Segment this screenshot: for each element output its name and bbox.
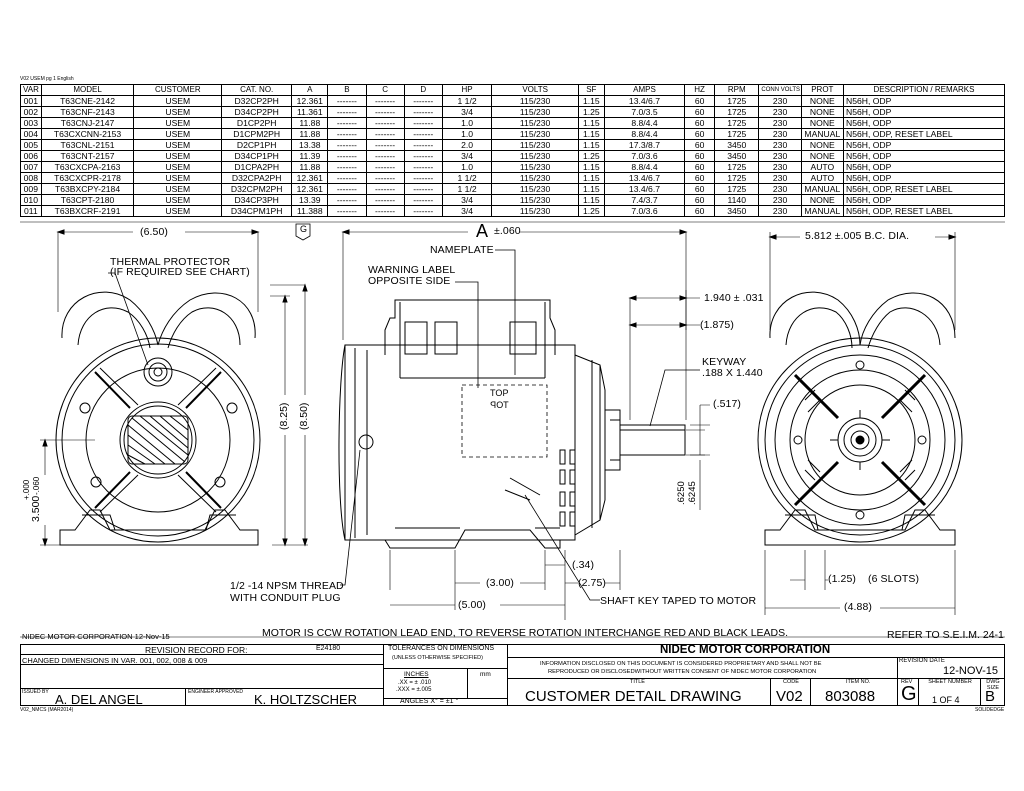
conduit-plug-label: WITH CONDUIT PLUG (230, 592, 341, 604)
left-end-view (40, 229, 308, 547)
dim-034: (.34) (572, 559, 595, 571)
dim-a-tol: ±.060 (494, 225, 521, 237)
tol-xx: .XX = ± .010 (398, 680, 432, 686)
sheet-number-label: SHEET NUMBER (928, 679, 972, 685)
rotation-note: MOTOR IS CCW ROTATION LEAD END, TO REVER… (262, 627, 789, 639)
table-cell: 115/230 (491, 205, 579, 217)
rev-label: REV (901, 679, 913, 685)
table-cell: 3450 (714, 205, 760, 217)
shaft-key-label: SHAFT KEY TAPED TO MOTOR (600, 595, 757, 607)
refer-note: REFER TO S.E.I.M. 24-1 (887, 629, 1004, 641)
table-cell: NONE (800, 194, 844, 206)
tol-xxx: .XXX = ±.005 (396, 687, 432, 693)
dim-275: (2.75) (578, 577, 607, 589)
dwg-size-value: B (985, 688, 996, 705)
revision-record-label: REVISION RECORD FOR: (145, 645, 248, 655)
doc-tag: V02 USEM pg 1 English (20, 76, 74, 82)
company-name: NIDEC MOTOR CORPORATION (660, 644, 831, 656)
dim-a: A (476, 221, 489, 241)
table-cell: 230 (758, 106, 802, 118)
tolerances-title: TOLERANCES ON DIMENSIONS (388, 645, 495, 652)
dim-850: (8.50) (298, 402, 310, 430)
revision-date: 12-NOV-15 (943, 665, 999, 677)
company-date-note: NIDEC MOTOR CORPORATION 12-Nov-15 (22, 632, 170, 641)
table-cell: ------- (403, 205, 443, 217)
table-cell: ------- (327, 205, 367, 217)
keyway-label: KEYWAY (702, 356, 747, 368)
warning-label: WARNING LABEL (368, 264, 456, 276)
issued-by: A. DEL ANGEL (55, 692, 143, 707)
nameplate-label: NAMEPLATE (430, 244, 494, 256)
dwg-size-label: DWG SIZE (986, 679, 1000, 691)
table-cell: MANUAL (800, 205, 844, 217)
table-cell: N56H, ODP, RESET LABEL (842, 205, 1006, 217)
table-cell: 7.0/3.6 (603, 205, 686, 217)
slots-label: (6 SLOTS) (868, 573, 920, 585)
right-end-view (757, 232, 963, 615)
table-cell: 230 (758, 205, 802, 217)
title-label: TITLE (630, 679, 645, 685)
revision-date-label: REVISION DATE (899, 658, 945, 664)
footer-left: V02_NMCS (MAR2014) (20, 707, 74, 713)
table-cell: 11.388 (291, 205, 329, 217)
item-no-label: ITEM NO. (846, 679, 871, 685)
engineer: K. HOLTZSCHER (254, 692, 358, 707)
mm-label: mm (480, 671, 491, 678)
table-cell: T63BXCRF-2191 (40, 205, 135, 217)
engineer-label: ENGINEER APPROVED (188, 689, 244, 695)
dim-125: (1.25) (828, 573, 857, 585)
inches-label: INCHES (404, 671, 429, 678)
title-block (20, 644, 1005, 706)
angles-label: ANGLES X° = ±1 ° (400, 698, 459, 705)
dim-300: (3.00) (486, 577, 515, 589)
rev-value: G (901, 683, 917, 705)
top-label: TOP (490, 388, 509, 398)
drawing-title: CUSTOMER DETAIL DRAWING (525, 688, 742, 705)
center-side-view (338, 229, 710, 620)
issued-by-label: ISSUED BY (22, 689, 49, 695)
revision-text: CHANGED DIMENSIONS IN VAR. 001, 002, 008… (22, 656, 208, 665)
tolerances-sub: (UNLESS OTHERWISE SPECIFIED) (392, 655, 483, 661)
shaft-dia-2: .6245 (687, 481, 698, 505)
code-label: CODE (783, 679, 799, 685)
warning-label-side: OPPOSITE SIDE (368, 275, 451, 287)
conduit-thread-label: 1/2 -14 NPSM THREAD (230, 580, 344, 592)
thermal-protector-label: THERMAL PROTECTOR (110, 256, 231, 268)
footer-right: SOLIDEDGE (975, 707, 1005, 713)
dim-488: (4.88) (844, 601, 873, 613)
sheet-value: 1 OF 4 (932, 695, 960, 705)
table-cell: D34CPM1PH (221, 205, 293, 217)
dim-517: (.517) (713, 398, 742, 410)
dim-1940: 1.940 ± .031 (704, 292, 764, 304)
proprietary-2: REPRODUCED OR DISCLOSEDWITHOUT WRITTEN C… (548, 669, 817, 675)
thermal-protector-note: (IF REQUIRED SEE CHART) (110, 266, 250, 278)
shaft-dia-1: .6250 (676, 481, 687, 505)
item-no: 803088 (825, 688, 876, 705)
revision-record-no: E24180 (316, 645, 341, 652)
top-label-mirror: TOP (490, 400, 509, 410)
table-cell: 115/230 (491, 95, 579, 107)
dim-3500-minus: -.060 (32, 476, 41, 495)
dim-3500-plus: +.000 (22, 479, 31, 500)
rev-flag: G (300, 224, 308, 234)
dim-500: (5.00) (458, 599, 487, 611)
bc-dia-label: 5.812 ±.005 B.C. DIA. (805, 230, 910, 242)
dim-650: (6.50) (140, 226, 169, 238)
table-cell: NONE (800, 95, 844, 107)
drawing-code: V02 (776, 688, 803, 705)
proprietary-1: INFORMATION DISCLOSED ON THIS DOCUMENT I… (540, 661, 822, 667)
dim-825: (8.25) (278, 402, 290, 430)
dim-1875: (1.875) (700, 319, 734, 331)
dim-3500: 3.500 (30, 495, 42, 522)
keyway-size: .188 X 1.440 (702, 367, 763, 379)
